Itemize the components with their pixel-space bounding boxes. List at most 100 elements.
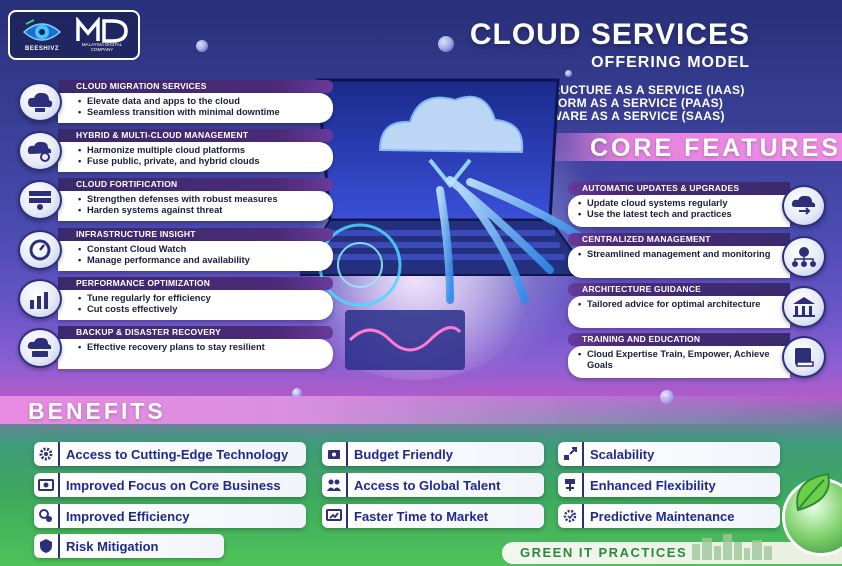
benefit-label: Access to Cutting-Edge Technology bbox=[66, 446, 289, 462]
header: CLOUD SERVICES OFFERING MODEL bbox=[470, 18, 750, 72]
feature-points: Cloud Expertise Train, Empower, Achieve … bbox=[568, 346, 790, 378]
mdec-text: MALAYSIA DIGITAL COMPANY bbox=[81, 42, 123, 52]
service-title: BACKUP & DISASTER RECOVERY bbox=[76, 327, 221, 337]
benefit-label: Enhanced Flexibility bbox=[590, 477, 716, 493]
update-icon bbox=[782, 185, 826, 227]
core-features-band bbox=[548, 133, 842, 161]
feature-card: ARCHITECTURE GUIDANCE Tailored advice fo… bbox=[568, 283, 826, 329]
benefit-item: Scalability bbox=[558, 442, 780, 466]
brand-logos: BEESHIVZ MALAYSIA DIGITAL COMPANY bbox=[8, 10, 140, 60]
page-subtitle: OFFERING MODEL bbox=[591, 54, 750, 71]
feature-title: AUTOMATIC UPDATES & UPGRADES bbox=[582, 183, 740, 193]
decorative-bubble bbox=[292, 388, 302, 398]
multi-cloud-icon bbox=[18, 131, 62, 171]
service-point: Effective recovery plans to stay resilie… bbox=[78, 342, 333, 353]
service-card: INFRASTRUCTURE INSIGHT Constant Cloud Wa… bbox=[18, 228, 333, 272]
feature-title: CENTRALIZED MANAGEMENT bbox=[582, 234, 711, 244]
service-point: Strengthen defenses with robust measures bbox=[78, 194, 333, 205]
benefit-label: Access to Global Talent bbox=[354, 477, 501, 493]
feature-card: CENTRALIZED MANAGEMENT Streamlined manag… bbox=[568, 233, 826, 279]
benefits-band bbox=[0, 396, 842, 424]
benefit-item: Access to Global Talent bbox=[322, 473, 544, 497]
benefit-item: Enhanced Flexibility bbox=[558, 473, 780, 497]
benefit-item: Faster Time to Market bbox=[322, 504, 544, 528]
cloud-migration-icon bbox=[18, 82, 62, 122]
gear-icon bbox=[34, 442, 60, 466]
service-points: Harmonize multiple cloud platforms Fuse … bbox=[58, 142, 333, 172]
service-points: Constant Cloud Watch Manage performance … bbox=[58, 241, 333, 271]
service-points: Elevate data and apps to the cloud Seaml… bbox=[58, 93, 333, 123]
cloud-laptop-illustration bbox=[300, 78, 592, 370]
service-point: Harmonize multiple cloud platforms bbox=[78, 145, 333, 156]
target-icon bbox=[34, 473, 60, 497]
feature-point: Update cloud systems regularly bbox=[578, 198, 790, 209]
rocket-icon bbox=[322, 504, 348, 528]
decorative-bubble bbox=[438, 36, 454, 52]
beeshivz-text: BEESHIVZ bbox=[24, 46, 59, 52]
decorative-bubble bbox=[196, 40, 208, 52]
cloud-security-icon bbox=[18, 180, 62, 220]
benefit-item: Access to Cutting-Edge Technology bbox=[34, 442, 306, 466]
service-title: HYBRID & MULTI-CLOUD MANAGEMENT bbox=[76, 130, 249, 140]
service-card: CLOUD MIGRATION SERVICES Elevate data an… bbox=[18, 80, 333, 124]
benefits-title: BENEFITS bbox=[28, 398, 166, 424]
service-title: CLOUD MIGRATION SERVICES bbox=[76, 81, 207, 91]
model-paas: PLATFORM AS A SERVICE (PAAS) bbox=[518, 96, 724, 110]
service-card: BACKUP & DISASTER RECOVERY Effective rec… bbox=[18, 326, 333, 370]
benefit-label: Budget Friendly bbox=[354, 446, 453, 462]
service-point: Manage performance and availability bbox=[78, 255, 333, 266]
page-title: CLOUD SERVICES bbox=[469, 18, 750, 51]
feature-card: TRAINING AND EDUCATION Cloud Expertise T… bbox=[568, 333, 826, 379]
service-title: CLOUD FORTIFICATION bbox=[76, 179, 178, 189]
feature-points: Streamlined management and monitoring bbox=[568, 246, 790, 278]
service-point: Seamless transition with minimal downtim… bbox=[78, 107, 333, 118]
leaf-icon bbox=[796, 472, 830, 512]
model-saas: SOFTWARE AS A SERVICE (SAAS) bbox=[517, 109, 725, 123]
feature-point: Tailored advice for optimal architecture bbox=[578, 299, 790, 310]
benefit-label: Risk Mitigation bbox=[66, 538, 159, 554]
wrench-icon bbox=[558, 504, 584, 528]
md-mark-icon bbox=[76, 17, 128, 43]
feature-point: Use the latest tech and practices bbox=[578, 209, 790, 220]
city-skyline-icon bbox=[692, 534, 772, 560]
feature-points: Update cloud systems regularly Use the l… bbox=[568, 195, 790, 227]
people-icon bbox=[322, 473, 348, 497]
service-point: Cut costs effectively bbox=[78, 304, 333, 315]
architecture-icon bbox=[782, 286, 826, 328]
flex-icon bbox=[558, 473, 584, 497]
benefit-label: Faster Time to Market bbox=[354, 508, 489, 524]
service-models: INFRASTRUCTURE AS A SERVICE (IAAS) PLATF… bbox=[496, 84, 746, 123]
performance-chart-icon bbox=[18, 279, 62, 319]
core-features-title: CORE FEATURES bbox=[590, 134, 842, 162]
service-card: CLOUD FORTIFICATION Strengthen defenses … bbox=[18, 178, 333, 222]
feature-point: Streamlined management and monitoring bbox=[578, 249, 790, 260]
benefit-label: Scalability bbox=[590, 446, 655, 462]
service-card: PERFORMANCE OPTIMIZATION Tune regularly … bbox=[18, 277, 333, 321]
decorative-bubble bbox=[565, 70, 572, 77]
service-card: HYBRID & MULTI-CLOUD MANAGEMENT Harmoniz… bbox=[18, 129, 333, 173]
service-title: INFRASTRUCTURE INSIGHT bbox=[76, 229, 196, 239]
green-it-label: GREEN IT PRACTICES bbox=[520, 545, 688, 560]
benefit-item: Improved Focus on Core Business bbox=[34, 473, 306, 497]
shield-icon bbox=[34, 534, 60, 558]
network-icon bbox=[782, 236, 826, 278]
service-points: Tune regularly for efficiency Cut costs … bbox=[58, 290, 333, 320]
book-icon bbox=[782, 336, 826, 378]
service-point: Harden systems against threat bbox=[78, 205, 333, 216]
feature-point: Cloud Expertise Train, Empower, Achieve … bbox=[578, 349, 790, 371]
benefit-label: Predictive Maintenance bbox=[590, 508, 735, 524]
benefit-label: Improved Efficiency bbox=[66, 508, 190, 524]
service-title: PERFORMANCE OPTIMIZATION bbox=[76, 278, 211, 288]
backup-icon bbox=[18, 328, 62, 368]
service-points: Strengthen defenses with robust measures… bbox=[58, 191, 333, 221]
beeshivz-logo: BEESHIVZ bbox=[16, 14, 68, 56]
service-point: Constant Cloud Watch bbox=[78, 244, 333, 255]
service-point: Tune regularly for efficiency bbox=[78, 293, 333, 304]
monitoring-icon bbox=[18, 230, 62, 270]
money-icon bbox=[322, 442, 348, 466]
feature-title: ARCHITECTURE GUIDANCE bbox=[582, 284, 701, 294]
service-point: Fuse public, private, and hybrid clouds bbox=[78, 156, 333, 167]
efficiency-icon bbox=[34, 504, 60, 528]
benefit-item: Risk Mitigation bbox=[34, 534, 224, 558]
